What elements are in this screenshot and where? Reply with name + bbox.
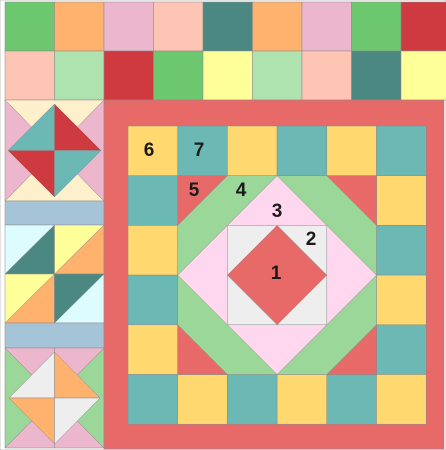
top-square: [253, 51, 303, 100]
top-square: [302, 51, 352, 100]
top-square: [5, 51, 55, 100]
center-square: [128, 275, 178, 325]
top-square: [5, 2, 55, 51]
center-square: [377, 225, 427, 275]
label-3: 3: [272, 201, 283, 222]
top-square: [104, 51, 154, 100]
top-square: [154, 2, 204, 51]
center-square: [128, 375, 178, 425]
center-square: [327, 375, 377, 425]
center-square: [128, 225, 178, 275]
label-1: 1: [271, 263, 282, 284]
top-square: [253, 2, 303, 51]
top-square: [352, 2, 402, 51]
center-square: [128, 325, 178, 375]
center-square: [277, 126, 327, 176]
center-square: [277, 375, 327, 425]
center-square: [178, 375, 228, 425]
label-6: 6: [144, 140, 155, 161]
center-square: [377, 375, 427, 425]
left-sash: [5, 201, 104, 225]
top-square: [203, 2, 253, 51]
center-square: [128, 176, 178, 226]
top-square: [352, 51, 402, 100]
center-square: [377, 176, 427, 226]
center-square: [377, 275, 427, 325]
top-square: [55, 51, 105, 100]
top-square: [401, 2, 446, 51]
center-square: [227, 375, 277, 425]
left-sash: [5, 323, 104, 348]
label-2: 2: [306, 229, 317, 250]
label-4: 4: [236, 180, 247, 201]
center-square: [377, 325, 427, 375]
top-square: [401, 51, 446, 100]
top-square: [154, 51, 204, 100]
label-5: 5: [189, 180, 200, 201]
center-square: [327, 126, 377, 176]
top-square: [55, 2, 105, 51]
top-square: [302, 2, 352, 51]
top-square: [104, 2, 154, 51]
center-square: [227, 126, 277, 176]
top-square: [203, 51, 253, 100]
center-square: [377, 126, 427, 176]
label-7: 7: [194, 140, 205, 161]
